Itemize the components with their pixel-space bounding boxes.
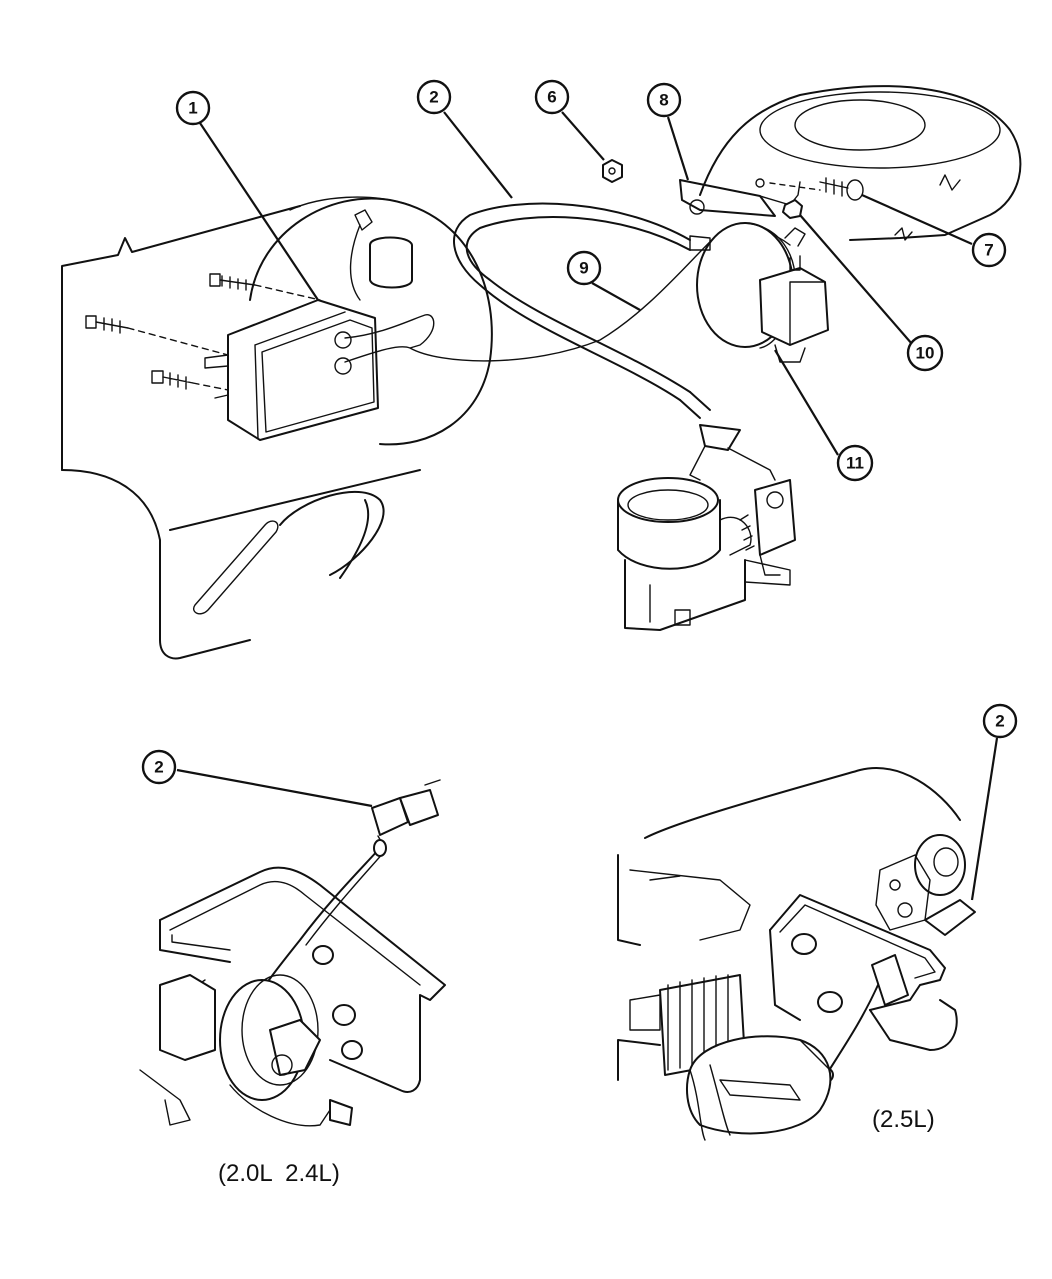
callout-number: 7 bbox=[984, 241, 993, 260]
callout-number: 2 bbox=[429, 88, 438, 107]
speed-control-module bbox=[204, 299, 379, 441]
callout-2-left-detail: 2 bbox=[141, 749, 177, 785]
speed-control-cable bbox=[453, 202, 711, 419]
callout-number: 9 bbox=[579, 259, 588, 278]
speed-control-servo bbox=[689, 222, 829, 363]
caption-2-5l: (2.5L) bbox=[872, 1106, 935, 1133]
callout-1: 1 bbox=[175, 90, 211, 126]
caption-2-0l-2-4l: (2.0L 2.4L) bbox=[218, 1160, 340, 1187]
callout-number: 1 bbox=[188, 99, 197, 118]
callout-10: 10 bbox=[906, 334, 944, 372]
callout-8: 8 bbox=[646, 82, 682, 118]
leader-lines bbox=[176, 111, 999, 901]
callout-2: 2 bbox=[416, 79, 452, 115]
callout-2-right-detail: 2 bbox=[982, 703, 1018, 739]
callout-number: 10 bbox=[916, 344, 935, 363]
callout-number: 6 bbox=[547, 88, 556, 107]
module-mounting-bolts bbox=[85, 273, 321, 391]
callout-7: 7 bbox=[971, 232, 1007, 268]
detail-2-5l bbox=[617, 767, 976, 1141]
callout-number: 2 bbox=[154, 758, 163, 777]
detail-2-0l-2-4l bbox=[139, 779, 446, 1127]
callout-number: 8 bbox=[659, 91, 668, 110]
callout-number: 2 bbox=[995, 712, 1004, 731]
callout-9: 9 bbox=[566, 250, 602, 286]
callout-number: 11 bbox=[846, 454, 864, 473]
callout-11: 11 bbox=[836, 444, 874, 482]
throttle-body bbox=[617, 477, 796, 631]
top-assembly-illustration bbox=[61, 85, 1022, 660]
callout-6: 6 bbox=[534, 79, 570, 115]
